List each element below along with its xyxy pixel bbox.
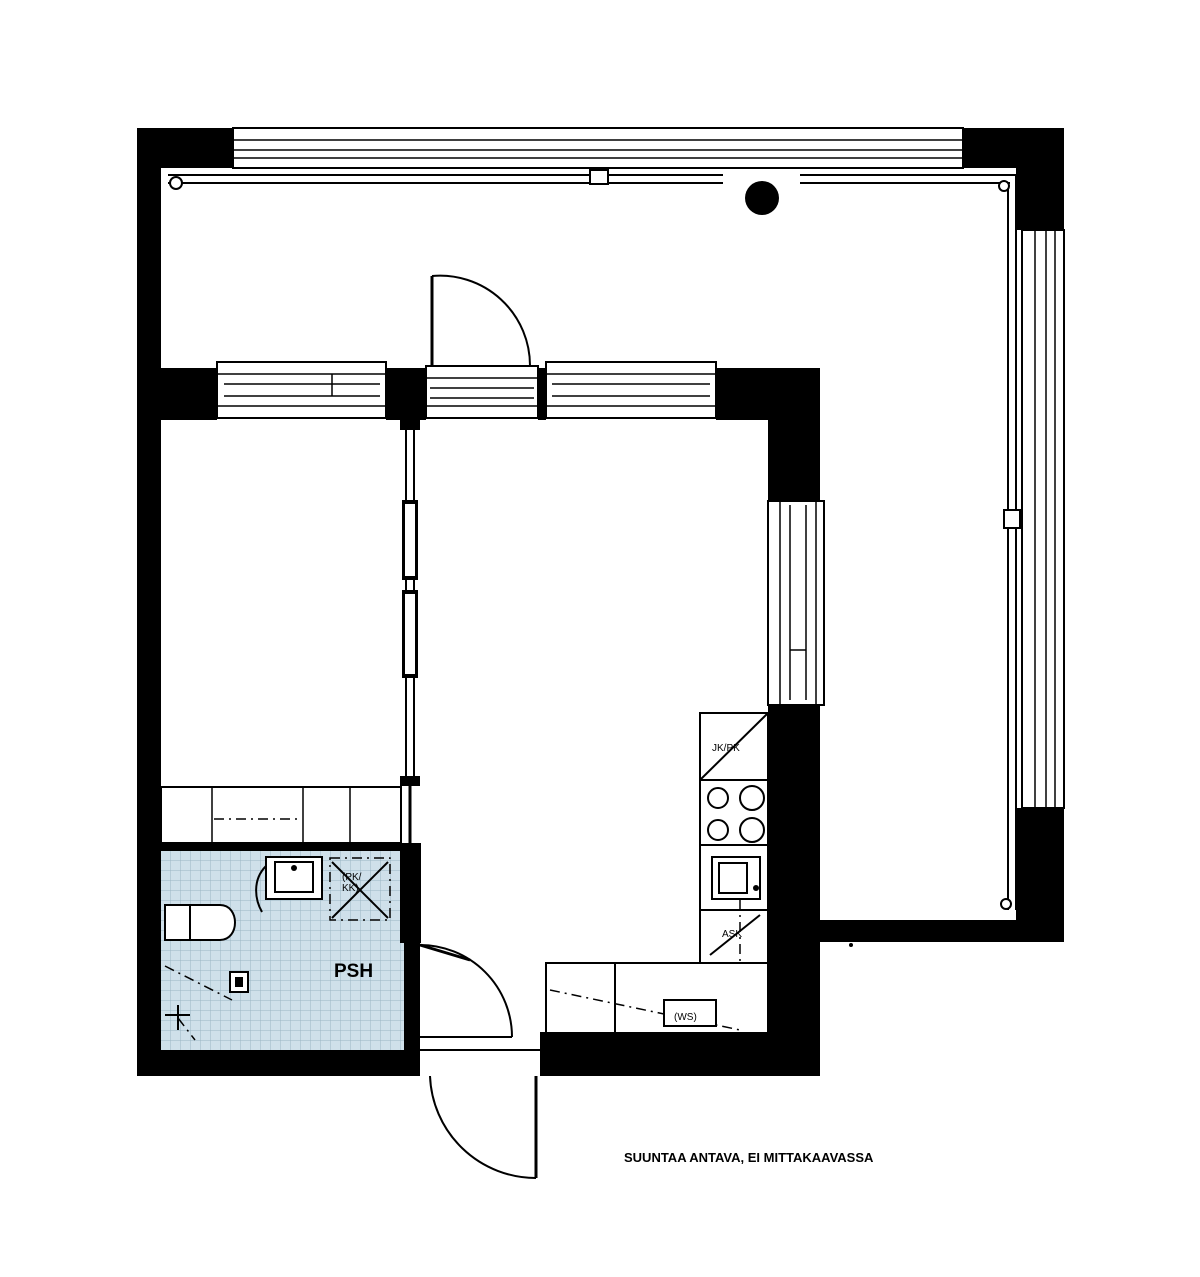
rail-end — [169, 176, 183, 190]
bathroom-door — [419, 943, 471, 962]
door-swing-arc — [431, 274, 532, 367]
rail-end — [1000, 898, 1012, 910]
disclaimer-note: SUUNTAA ANTAVA, EI MITTAKAAVASSA — [624, 1150, 874, 1165]
sink-tap-arc — [255, 865, 267, 913]
stove-burner — [739, 785, 765, 811]
kitchen: JK/PK ASK (WS) — [545, 712, 769, 1034]
windows — [216, 361, 825, 706]
window-door-living — [425, 365, 539, 419]
stove-burner — [707, 819, 729, 841]
balcony-glazing-right — [1021, 229, 1065, 809]
rail-end — [998, 180, 1010, 192]
cabinet-unit — [663, 999, 717, 1027]
room-label-bathroom: PSH — [334, 961, 373, 982]
stove-burner — [739, 817, 765, 843]
toilet-tank — [164, 904, 191, 941]
window-living — [545, 361, 717, 419]
dishwasher-label: ASK — [722, 929, 742, 940]
rail-bracket — [589, 169, 609, 185]
door-swing-arc — [429, 1075, 537, 1179]
shower-curtain — [164, 965, 233, 1001]
column — [745, 181, 779, 215]
rail-bracket — [1003, 509, 1021, 529]
window-bedroom — [216, 361, 387, 419]
wardrobe — [160, 786, 402, 844]
kitchen-counter-bottom — [545, 962, 769, 1034]
washing-machine-place — [329, 857, 391, 921]
cabinet-label: (WS) — [674, 1012, 697, 1023]
doors — [419, 274, 540, 1179]
window-living-side — [767, 500, 825, 706]
toilet-bowl — [189, 904, 236, 941]
washing-machine-label: (PK/KK) — [342, 872, 362, 894]
sliding-partition — [400, 420, 420, 843]
balcony-glazing-top — [232, 127, 964, 169]
bathroom: (PK/KK) PSH — [161, 851, 404, 1050]
door-swing-arc — [419, 944, 513, 1038]
fridge-label: JK/PK — [712, 743, 740, 754]
walls — [137, 128, 1064, 1076]
stove-burner — [707, 787, 729, 809]
